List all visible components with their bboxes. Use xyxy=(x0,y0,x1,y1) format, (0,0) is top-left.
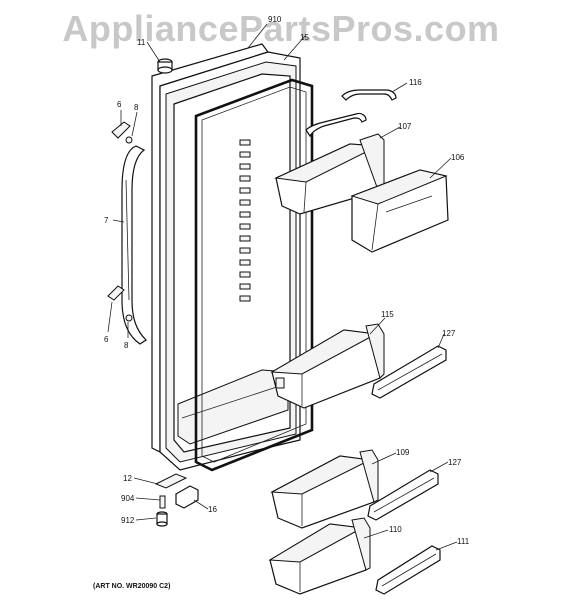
callout-127-upper: 127 xyxy=(442,329,456,338)
door-gasket xyxy=(194,78,314,472)
callout-910: 910 xyxy=(268,15,282,24)
hinge-pin-904 xyxy=(159,495,166,509)
callout-12: 12 xyxy=(123,474,132,483)
handle-end-cap-bottom xyxy=(107,285,125,301)
callout-labels: 910 11 15 6 8 7 6 8 116 107 106 115 127 … xyxy=(93,15,470,590)
callout-115: 115 xyxy=(381,310,394,319)
callout-15: 15 xyxy=(300,33,309,42)
callout-109: 109 xyxy=(396,448,410,457)
callout-6-top: 6 xyxy=(117,100,122,109)
bin-top-rail xyxy=(305,112,367,138)
door-bin-bottom xyxy=(268,517,371,595)
small-shelf-lower xyxy=(367,469,439,521)
callout-7: 7 xyxy=(104,216,109,225)
callout-6-bottom: 6 xyxy=(104,335,109,344)
liner-shelf-supports xyxy=(239,139,251,302)
callout-8-bottom: 8 xyxy=(124,341,129,350)
bin-trim-bar xyxy=(341,89,397,101)
small-shelf-upper xyxy=(371,345,447,399)
door-bin-lower xyxy=(270,449,379,529)
callout-912: 912 xyxy=(121,516,135,525)
callout-16: 16 xyxy=(208,505,217,514)
door-handle xyxy=(121,145,147,345)
handle-screw-bottom xyxy=(125,314,133,322)
hinge-bracket xyxy=(154,473,188,489)
callout-11: 11 xyxy=(137,38,146,47)
callout-127-lower: 127 xyxy=(448,458,462,467)
top-hinge-cap xyxy=(157,58,173,74)
callout-116: 116 xyxy=(409,78,422,87)
dairy-compartment xyxy=(350,169,449,253)
callout-904: 904 xyxy=(121,494,135,503)
door-assembly xyxy=(151,43,301,471)
callout-110: 110 xyxy=(389,525,402,534)
door-bin-middle xyxy=(270,323,385,409)
callout-106: 106 xyxy=(451,153,465,162)
callout-111: 111 xyxy=(457,537,470,546)
art-number: (ART NO. WR20090 C2) xyxy=(93,583,170,590)
handle-screw-top xyxy=(125,136,133,144)
callout-107: 107 xyxy=(398,122,412,131)
small-shelf-bottom xyxy=(375,545,441,595)
hinge-bushing-912 xyxy=(156,511,168,527)
handle-end-cap-top xyxy=(111,121,131,139)
door-closer-16 xyxy=(175,485,199,509)
callout-8-top: 8 xyxy=(134,103,139,112)
leader-lines xyxy=(107,23,458,551)
